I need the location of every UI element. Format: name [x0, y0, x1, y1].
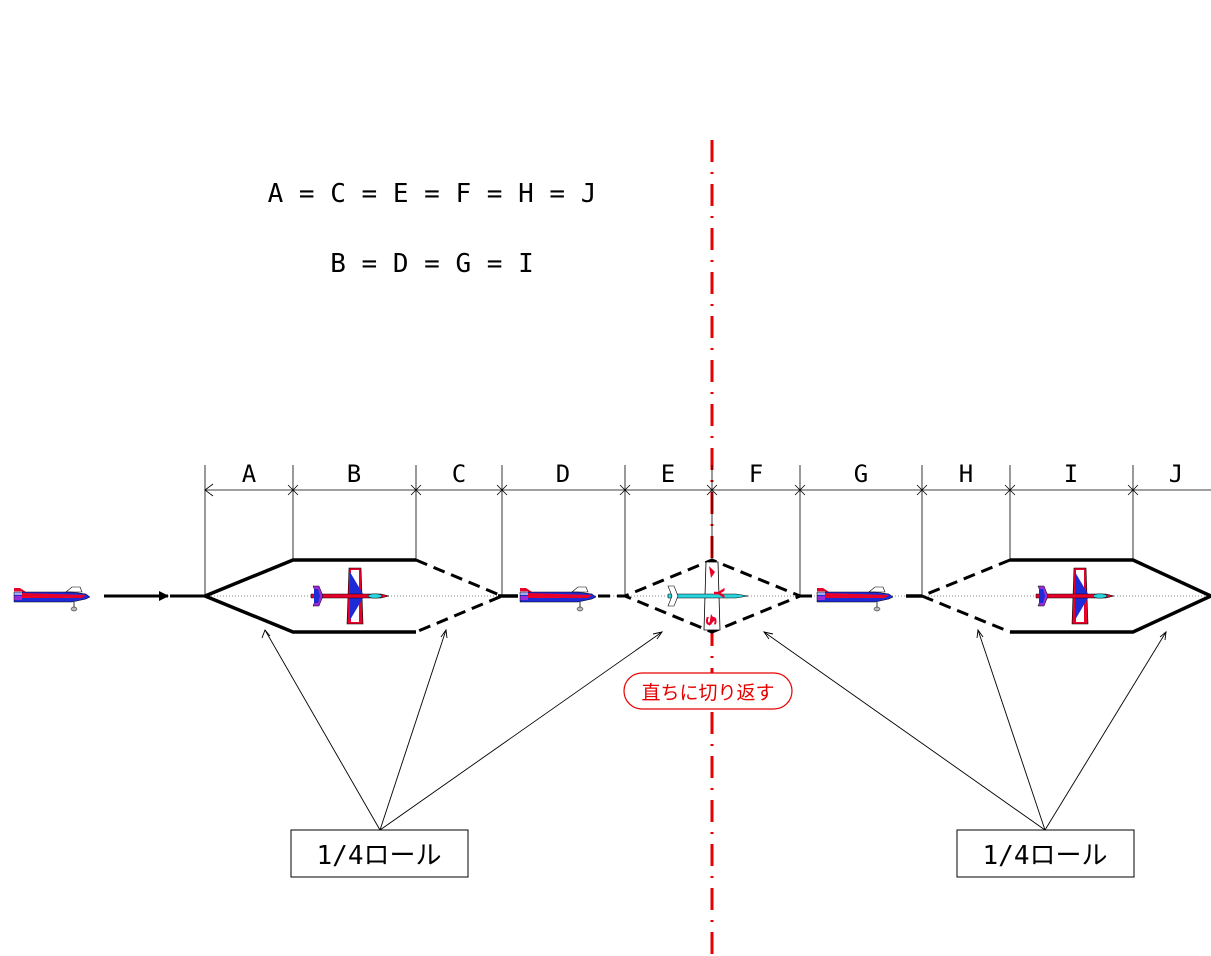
aircraft-side-view-icon — [13, 586, 91, 612]
callout-pointers — [261, 628, 1167, 831]
callout-box-right — [956, 829, 1135, 878]
dimension-lines — [204, 465, 1211, 596]
callout-label-right: 1/4ロール — [983, 841, 1108, 871]
segment-labels: A B C D E F G H I J — [242, 460, 1183, 488]
segment-label-a: A — [242, 460, 257, 488]
segment-label-b: B — [347, 460, 361, 488]
segment-label-g: G — [854, 460, 868, 488]
segment-label-d: D — [556, 460, 570, 488]
aircraft-top-view-icon — [310, 567, 390, 625]
segment-label-f: F — [749, 460, 763, 488]
segment-label-i: I — [1064, 460, 1078, 488]
segment-label-j: J — [1169, 460, 1183, 488]
center-note: 直ちに切り返す — [641, 682, 774, 704]
aircraft-side-view-icon — [816, 586, 894, 612]
callout-box-left — [290, 829, 469, 878]
flight-path-dashed — [415, 558, 1011, 634]
segment-label-h: H — [959, 460, 973, 488]
segment-label-e: E — [661, 460, 675, 488]
equation-line-2: B = D = G = I — [330, 249, 534, 279]
aircraft-top-view-icon — [1035, 567, 1115, 625]
flight-path-solid — [200, 558, 1211, 634]
segment-label-c: C — [452, 460, 466, 488]
callout-label-left: 1/4ロール — [317, 841, 442, 871]
aircraft-side-view-icon — [519, 586, 597, 612]
equation-line-1: A = C = E = F = H = J — [268, 179, 597, 209]
center-note-box — [623, 672, 793, 710]
